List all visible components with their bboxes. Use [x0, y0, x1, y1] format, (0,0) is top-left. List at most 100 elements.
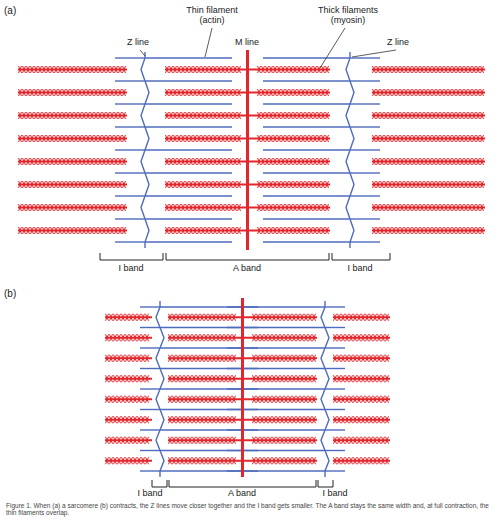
myosin-heads — [106, 437, 149, 444]
thin-filament — [140, 409, 160, 410]
myosin-heads — [19, 135, 126, 142]
part-label: I band — [315, 489, 355, 499]
leader-line — [320, 28, 345, 68]
thick-filament — [105, 460, 152, 462]
thin-filament — [263, 218, 350, 219]
thick-filament — [333, 337, 390, 339]
myosin-heads — [19, 89, 126, 96]
thin-filament — [350, 172, 380, 173]
thin-filament — [140, 368, 160, 369]
band-bracket — [152, 480, 167, 487]
z-line — [321, 301, 329, 477]
thin-filament — [325, 347, 345, 348]
thick-filament — [333, 378, 390, 380]
panel-letter: (b) — [4, 288, 28, 299]
thin-filament — [140, 450, 160, 451]
thin-filament — [140, 327, 160, 328]
m-line — [246, 50, 249, 250]
thick-filament — [105, 337, 152, 339]
thin-filament — [350, 195, 380, 196]
thin-filament — [350, 149, 380, 150]
thick-filament — [372, 115, 485, 117]
thin-filament — [263, 126, 350, 127]
thin-filament — [325, 388, 345, 389]
thin-filament — [115, 218, 145, 219]
thin-filament — [325, 306, 345, 307]
thin-filament — [145, 57, 232, 58]
myosin-heads — [19, 181, 126, 188]
thin-filament — [325, 450, 345, 451]
thin-filament — [263, 80, 350, 81]
band-bracket — [100, 253, 163, 260]
leader-line — [205, 28, 212, 57]
band-bracket — [332, 253, 390, 260]
thin-filament — [145, 103, 232, 104]
thin-filament — [325, 429, 345, 430]
myosin-heads — [334, 355, 389, 362]
z-line — [156, 301, 164, 477]
part-label: Thick filaments (myosin) — [311, 6, 385, 26]
sarcomere-panel — [105, 298, 390, 487]
thick-filament — [105, 398, 152, 400]
thin-filament — [140, 388, 160, 389]
myosin-heads — [373, 181, 484, 188]
m-line — [241, 298, 244, 477]
myosin-heads — [106, 457, 149, 464]
part-label: M line — [227, 38, 267, 48]
myosin-heads — [334, 334, 389, 341]
thin-filament — [145, 80, 232, 81]
thin-filament — [263, 103, 350, 104]
myosin-heads — [19, 66, 126, 73]
thick-filament — [105, 378, 152, 380]
myosin-heads — [334, 457, 389, 464]
thin-filament — [145, 149, 232, 150]
thin-filament — [115, 103, 145, 104]
myosin-heads — [373, 158, 484, 165]
thin-filament — [263, 241, 350, 242]
band-bracket — [318, 480, 333, 487]
myosin-heads — [106, 396, 149, 403]
leader-line — [352, 50, 396, 57]
figure-caption: Figure 1. When (a) a sarcomere (b) contr… — [6, 502, 494, 517]
myosin-heads — [373, 227, 484, 234]
z-line — [141, 52, 149, 248]
myosin-heads — [106, 375, 149, 382]
part-label: A band — [222, 489, 262, 499]
myosin-heads — [19, 227, 126, 234]
thick-filament — [372, 207, 485, 209]
thin-filament — [263, 149, 350, 150]
myosin-heads — [19, 204, 126, 211]
thin-filament — [115, 80, 145, 81]
thick-filament — [333, 357, 390, 359]
thin-filament — [350, 103, 380, 104]
myosin-heads — [106, 355, 149, 362]
part-label: Z line — [118, 38, 158, 48]
thin-filament — [145, 126, 232, 127]
thick-filament — [333, 316, 390, 318]
thick-filament — [372, 69, 485, 71]
myosin-heads — [373, 89, 484, 96]
thick-filament — [372, 138, 485, 140]
myosin-heads — [334, 375, 389, 382]
thick-filament — [333, 398, 390, 400]
thick-filament — [105, 357, 152, 359]
thin-filament — [263, 195, 350, 196]
thin-filament — [145, 218, 232, 219]
myosin-heads — [334, 396, 389, 403]
myosin-heads — [373, 66, 484, 73]
thin-filament — [145, 172, 232, 173]
part-label: Z line — [378, 38, 418, 48]
myosin-heads — [19, 112, 126, 119]
band-bracket — [169, 480, 316, 487]
thin-filament — [263, 57, 350, 58]
thick-filament — [372, 92, 485, 94]
thin-filament — [115, 149, 145, 150]
myosin-heads — [373, 112, 484, 119]
leader-lines — [140, 28, 396, 68]
thick-filament — [372, 230, 485, 232]
thin-filament — [140, 306, 160, 307]
thin-filament — [350, 241, 380, 242]
thin-filament — [350, 126, 380, 127]
